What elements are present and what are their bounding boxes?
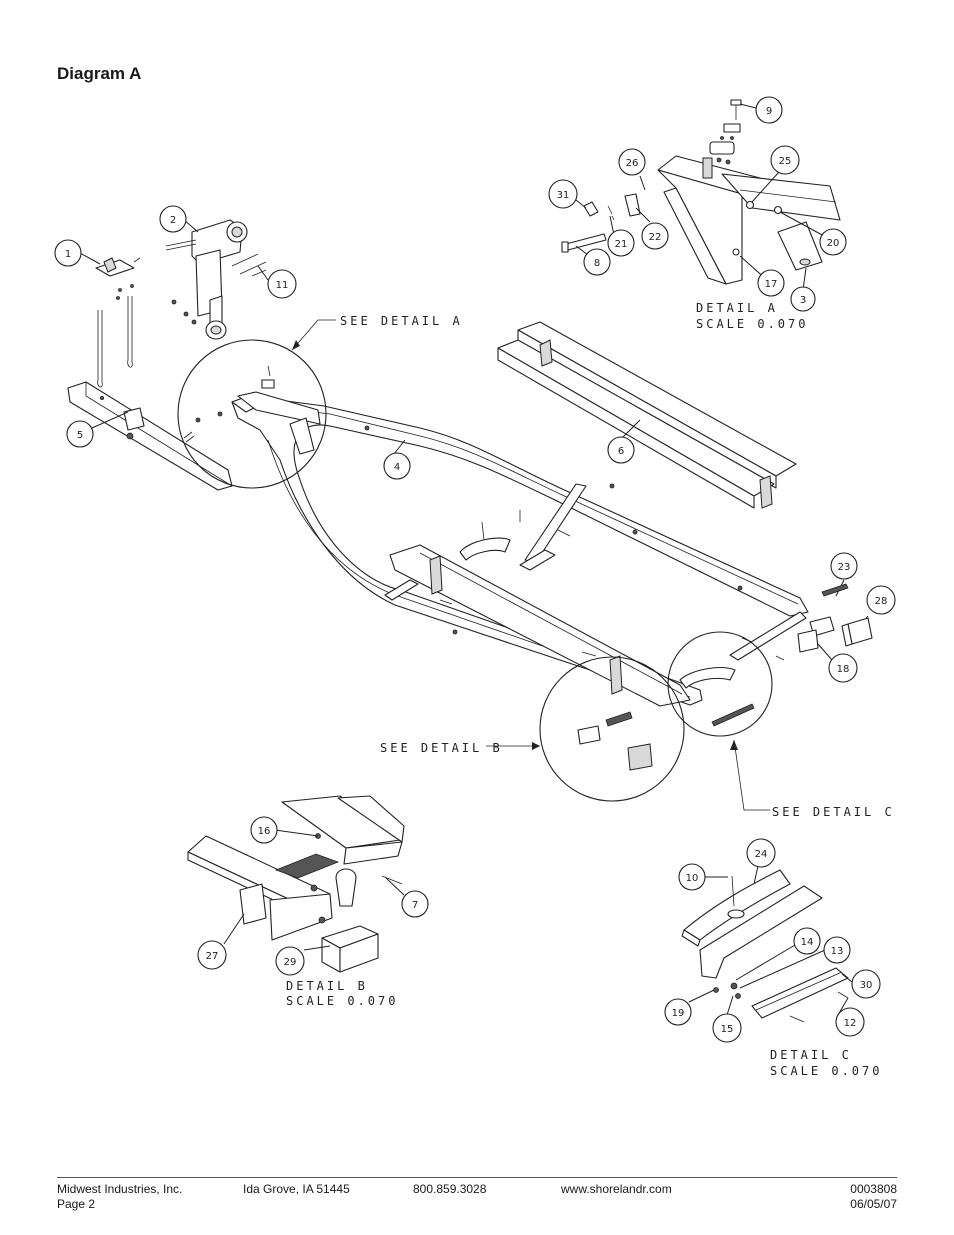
callout-leaders — [79, 103, 869, 1016]
bunk-board — [497, 321, 797, 509]
callout-13: 13 — [823, 936, 851, 964]
callout-bubbles: 1 2 3 4 5 6 7 8 9 10 11 12 13 14 15 16 1… — [54, 96, 896, 1043]
footer-company: Midwest Industries, Inc. — [57, 1182, 183, 1196]
svg-text:7: 7 — [412, 900, 418, 911]
main-frame — [231, 395, 835, 771]
svg-text:24: 24 — [755, 849, 768, 860]
callout-15: 15 — [712, 1013, 742, 1043]
callout-23: 23 — [830, 552, 858, 580]
svg-text:8: 8 — [594, 258, 600, 269]
svg-text:20: 20 — [827, 238, 840, 249]
detail-c-title: DETAIL C — [770, 1048, 852, 1062]
detail-a-drawing — [561, 99, 841, 285]
callout-21: 21 — [607, 229, 635, 257]
svg-text:4: 4 — [394, 462, 400, 473]
svg-text:11: 11 — [276, 280, 289, 291]
callout-10: 10 — [678, 863, 706, 891]
detail-b-scale: SCALE 0.070 — [286, 994, 398, 1008]
page-title: Diagram A — [57, 64, 142, 83]
footer-page: Page 2 — [57, 1197, 96, 1211]
winch-assembly — [95, 219, 267, 388]
callout-1: 1 — [54, 239, 82, 267]
svg-text:15: 15 — [721, 1024, 734, 1035]
svg-text:1: 1 — [65, 249, 71, 260]
see-detail-c-label: SEE DETAIL C — [772, 805, 895, 819]
rear-hardware — [797, 583, 873, 653]
detail-b-circle: SEE DETAIL B — [380, 656, 685, 802]
footer-website[interactable]: www.shorelandr.com — [561, 1182, 672, 1196]
callout-30: 30 — [851, 969, 881, 999]
svg-text:27: 27 — [206, 951, 219, 962]
callout-24: 24 — [746, 838, 776, 868]
callout-18: 18 — [828, 653, 858, 683]
tongue — [67, 381, 233, 491]
svg-text:9: 9 — [766, 106, 772, 117]
callout-14: 14 — [793, 927, 821, 955]
callout-7: 7 — [401, 890, 429, 918]
callout-12: 12 — [835, 1007, 865, 1037]
footer-date: 06/05/07 — [850, 1197, 897, 1211]
callout-11: 11 — [267, 269, 297, 299]
detail-a-circle: SEE DETAIL A — [177, 314, 463, 489]
svg-text:13: 13 — [831, 946, 844, 957]
detail-c-scale: SCALE 0.070 — [770, 1064, 882, 1078]
svg-text:28: 28 — [875, 596, 888, 607]
see-detail-b-label: SEE DETAIL B — [380, 741, 503, 755]
svg-text:23: 23 — [838, 562, 851, 573]
callout-2: 2 — [159, 205, 187, 233]
svg-text:5: 5 — [77, 430, 83, 441]
svg-text:10: 10 — [686, 873, 699, 884]
detail-a-scale: SCALE 0.070 — [696, 317, 808, 331]
svg-text:3: 3 — [800, 295, 806, 306]
callout-25: 25 — [770, 145, 800, 175]
callout-20: 20 — [819, 228, 847, 256]
footer-doc-number: 0003808 — [850, 1182, 897, 1196]
svg-text:22: 22 — [649, 232, 662, 243]
detail-b-title: DETAIL B — [286, 979, 368, 993]
svg-text:16: 16 — [258, 826, 271, 837]
svg-text:26: 26 — [626, 158, 639, 169]
svg-text:19: 19 — [672, 1008, 685, 1019]
detail-a-title: DETAIL A — [696, 301, 778, 315]
callout-16: 16 — [250, 816, 278, 844]
svg-text:17: 17 — [765, 279, 778, 290]
detail-c-circle: SEE DETAIL C — [667, 631, 895, 819]
svg-text:12: 12 — [844, 1018, 857, 1029]
svg-text:21: 21 — [615, 239, 628, 250]
callout-27: 27 — [197, 940, 227, 970]
callout-29: 29 — [275, 946, 305, 976]
callout-17: 17 — [757, 269, 785, 297]
svg-text:6: 6 — [618, 446, 624, 457]
callout-5: 5 — [66, 420, 94, 448]
detail-b-drawing: DETAIL B SCALE 0.070 — [187, 795, 405, 1008]
svg-text:14: 14 — [801, 937, 814, 948]
svg-text:29: 29 — [284, 957, 297, 968]
callout-8: 8 — [583, 248, 611, 276]
see-detail-a-label: SEE DETAIL A — [340, 314, 463, 328]
callout-26: 26 — [618, 148, 646, 176]
callout-31: 31 — [548, 179, 578, 209]
svg-text:18: 18 — [837, 664, 850, 675]
callout-6: 6 — [607, 436, 635, 464]
svg-text:2: 2 — [170, 215, 176, 226]
callout-19: 19 — [664, 998, 692, 1026]
detail-c-drawing: DETAIL C SCALE 0.070 — [681, 869, 882, 1078]
svg-text:30: 30 — [860, 980, 873, 991]
svg-text:31: 31 — [557, 190, 570, 201]
callout-28: 28 — [866, 585, 896, 615]
callout-22: 22 — [641, 222, 669, 250]
svg-text:25: 25 — [779, 156, 792, 167]
callout-9: 9 — [755, 96, 783, 124]
footer-phone: 800.859.3028 — [413, 1182, 487, 1196]
callout-4: 4 — [383, 452, 411, 480]
footer-divider — [57, 1177, 897, 1178]
footer-address: Ida Grove, IA 51445 — [243, 1182, 350, 1196]
callout-3: 3 — [790, 286, 816, 312]
